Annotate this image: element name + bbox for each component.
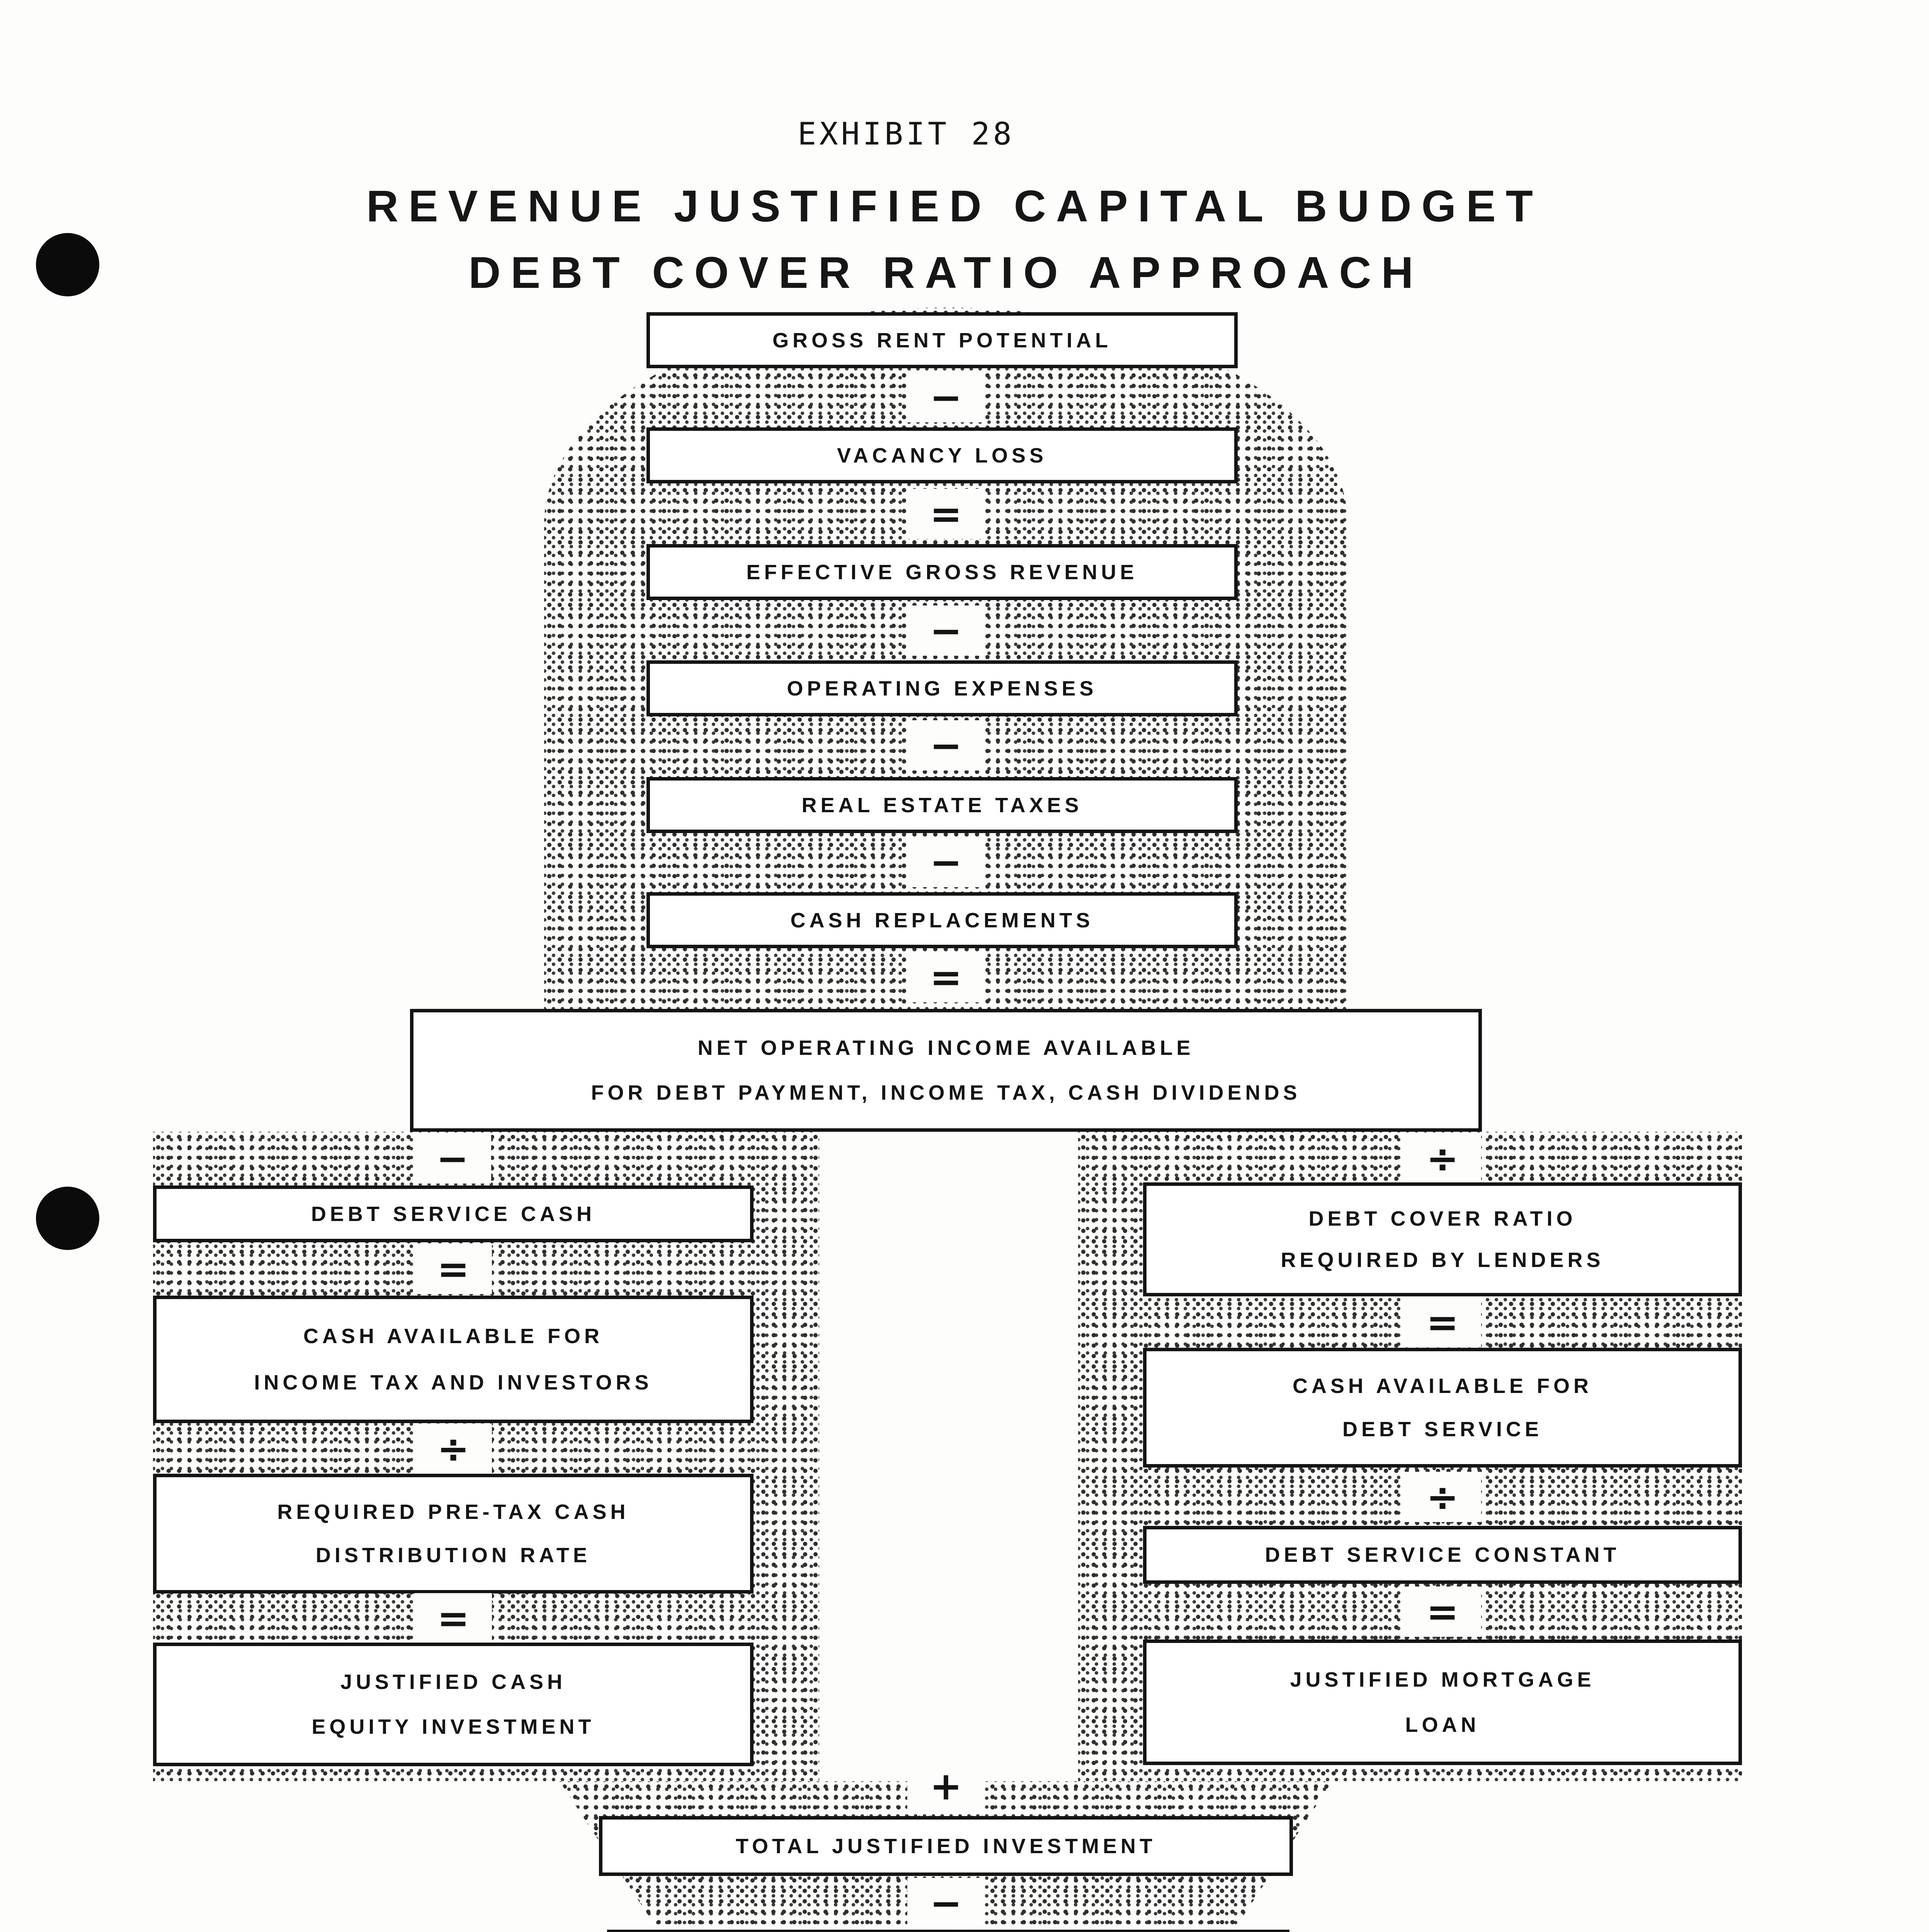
flow-box-vacancy-loss: VACANCY LOSS: [646, 427, 1238, 483]
flow-box-label-line-2: REQUIRED BY LENDERS: [1281, 1248, 1604, 1272]
flow-box-label-line-1: DEBT COVER RATIO: [1308, 1207, 1577, 1230]
flow-box-existing-claims-improvement-budget: EXISTING CLAIMS OR PLANNED IMPROVEMENT B…: [607, 1930, 1289, 1932]
diagram-title-line-2: DEBT COVER RATIO APPROACH: [468, 248, 1424, 298]
flow-box-debt-cover-ratio-required-by-lenders: DEBT COVER RATIO REQUIRED BY LENDERS: [1143, 1182, 1742, 1296]
flow-box-label-line-1: CASH AVAILABLE FOR: [1293, 1374, 1592, 1398]
exhibit-label: EXHIBIT 28: [798, 116, 1015, 152]
flow-box-label-line-2: INCOME TAX AND INVESTORS: [254, 1371, 653, 1394]
flow-box-label: DEBT SERVICE CASH: [311, 1202, 596, 1226]
flow-box-label-line-1: REQUIRED PRE-TAX CASH: [277, 1500, 629, 1524]
hole-punch-top: [36, 233, 99, 296]
top-operator-minus-2: −: [907, 605, 985, 656]
flow-box-debt-service-cash: DEBT SERVICE CASH: [153, 1185, 754, 1242]
flow-box-label-line-1: JUSTIFIED CASH: [340, 1670, 566, 1694]
left-operator-equals-1: =: [415, 1244, 492, 1294]
flow-box-label: OPERATING EXPENSES: [787, 677, 1097, 700]
flow-box-label: REAL ESTATE TAXES: [801, 793, 1083, 817]
flow-box-label-line-2: FOR DEBT PAYMENT, INCOME TAX, CASH DIVID…: [591, 1081, 1301, 1104]
flow-box-label-line-2: DEBT SERVICE: [1342, 1418, 1543, 1441]
right-operator-equals-2: =: [1404, 1587, 1481, 1637]
merge-operator-plus: +: [907, 1761, 985, 1811]
hole-punch-middle: [36, 1187, 99, 1250]
top-operator-equals-1: =: [907, 489, 985, 539]
flow-box-net-operating-income: NET OPERATING INCOME AVAILABLE FOR DEBT …: [410, 1009, 1482, 1132]
flow-box-label: TOTAL JUSTIFIED INVESTMENT: [735, 1834, 1157, 1858]
left-branch-operator-minus: −: [414, 1133, 491, 1184]
flow-box-label: VACANCY LOSS: [837, 444, 1048, 467]
flow-box-cash-available-income-tax-investors: CASH AVAILABLE FOR INCOME TAX AND INVEST…: [153, 1296, 754, 1423]
flow-box-label-line-2: DISTRIBUTION RATE: [316, 1544, 591, 1567]
right-operator-equals-1: =: [1404, 1297, 1481, 1347]
flow-box-justified-mortgage-loan: JUSTIFIED MORTGAGE LOAN: [1143, 1639, 1742, 1765]
right-operator-divide: ÷: [1404, 1472, 1481, 1522]
flow-box-real-estate-taxes: REAL ESTATE TAXES: [646, 777, 1238, 833]
right-branch-operator-divide: ÷: [1404, 1133, 1481, 1184]
left-operator-equals-2: =: [415, 1593, 492, 1643]
bottom-operator-minus: −: [907, 1878, 985, 1928]
flow-box-label: EFFECTIVE GROSS REVENUE: [746, 560, 1138, 584]
top-operator-minus-3: −: [907, 720, 985, 770]
flow-box-label-line-2: EQUITY INVESTMENT: [311, 1715, 595, 1738]
top-operator-minus-4: −: [907, 837, 985, 887]
flow-box-label: GROSS RENT POTENTIAL: [772, 328, 1112, 352]
flow-box-justified-cash-equity-investment: JUSTIFIED CASH EQUITY INVESTMENT: [153, 1643, 754, 1766]
flow-box-cash-replacements: CASH REPLACEMENTS: [646, 892, 1238, 948]
flow-box-debt-service-constant: DEBT SERVICE CONSTANT: [1143, 1526, 1742, 1584]
flow-box-operating-expenses: OPERATING EXPENSES: [646, 660, 1238, 716]
flow-box-required-pretax-cash-distribution-rate: REQUIRED PRE-TAX CASH DISTRIBUTION RATE: [153, 1474, 754, 1594]
top-operator-equals-2: =: [907, 952, 985, 1002]
flow-box-label-line-2: LOAN: [1405, 1713, 1480, 1737]
diagram-title-line-1: REVENUE JUSTIFIED CAPITAL BUDGET: [366, 182, 1543, 231]
flow-box-gross-rent-potential: GROSS RENT POTENTIAL: [646, 312, 1238, 368]
flow-box-total-justified-investment: TOTAL JUSTIFIED INVESTMENT: [599, 1816, 1293, 1876]
flow-box-effective-gross-revenue: EFFECTIVE GROSS REVENUE: [646, 544, 1238, 600]
flow-box-label: CASH REPLACEMENTS: [790, 908, 1094, 932]
flow-box-cash-available-for-debt-service: CASH AVAILABLE FOR DEBT SERVICE: [1143, 1348, 1742, 1468]
flow-box-label-line-1: JUSTIFIED MORTGAGE: [1290, 1668, 1595, 1691]
flow-box-label: DEBT SERVICE CONSTANT: [1265, 1543, 1620, 1566]
left-operator-divide: ÷: [415, 1423, 492, 1474]
flow-box-label-line-1: CASH AVAILABLE FOR: [303, 1325, 603, 1348]
top-operator-minus-1: −: [907, 372, 985, 422]
flow-box-label-line-1: NET OPERATING INCOME AVAILABLE: [697, 1036, 1194, 1060]
